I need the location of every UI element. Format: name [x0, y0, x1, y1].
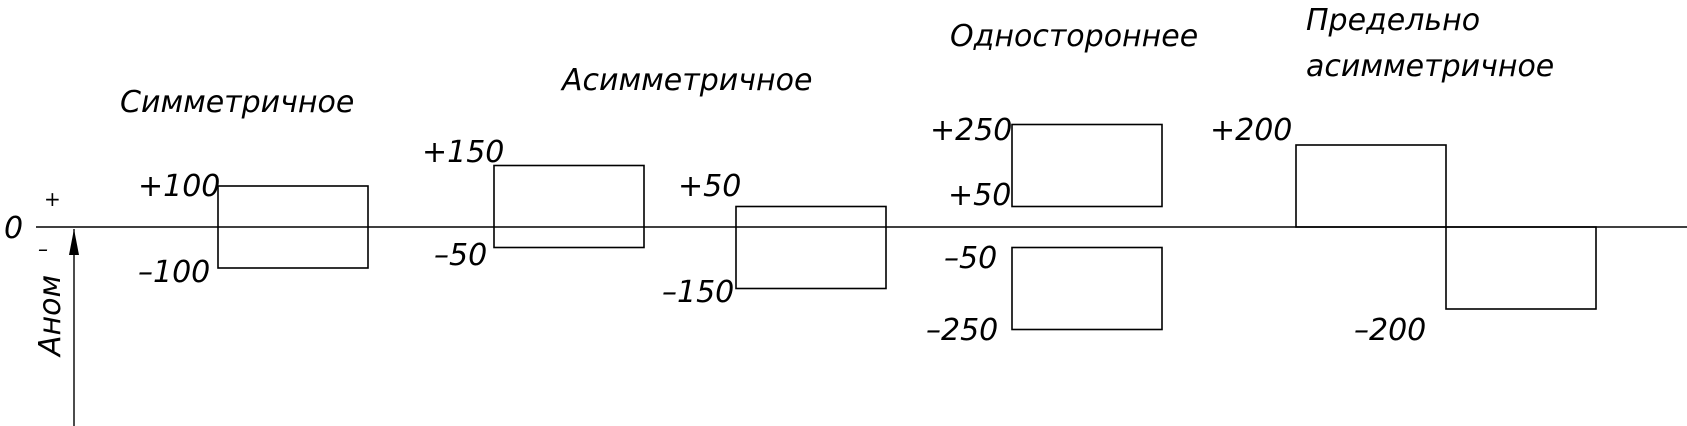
group-symmetric: Симметричное +100 –100 [120, 85, 369, 290]
nominal-size-arrowhead [69, 229, 79, 255]
lower-deviation-label: –250 [926, 313, 998, 348]
lower-deviation-label: –100 [138, 255, 210, 290]
upper-deviation-label: +200 [1210, 113, 1292, 148]
tolerance-field [1011, 246, 1163, 331]
upper-deviation-label: +250 [930, 113, 1012, 148]
zero-label: 0 [4, 211, 23, 246]
tolerance-field [1011, 123, 1163, 208]
upper-deviation-label: +50 [678, 169, 741, 204]
nominal-size-label: Aном [33, 275, 68, 358]
group-extremely-asymmetric: Предельно асимметричное +200 –200 [1210, 3, 1597, 348]
lower-deviation-label: –200 [1354, 313, 1426, 348]
plus-sign: + [44, 187, 61, 211]
lower-deviation-label: +50 [948, 178, 1011, 213]
tolerance-field [735, 205, 887, 290]
lower-deviation-label: –150 [662, 275, 734, 310]
upper-deviation-label: –50 [944, 241, 997, 276]
tolerance-field [1445, 226, 1597, 310]
group-title: Асимметричное [560, 63, 812, 98]
upper-deviation-label: +100 [138, 169, 220, 204]
group-title-line-2: асимметричное [1306, 49, 1554, 84]
group-title: Одностороннее [950, 19, 1198, 54]
group-one-sided: Одностороннее +250 +50 –50 –250 [926, 19, 1198, 348]
tolerance-field [493, 164, 645, 249]
lower-deviation-label: –50 [434, 238, 487, 273]
tolerance-field [1295, 144, 1447, 228]
group-asymmetric: Асимметричное +150 –50 +50 –150 [422, 63, 887, 310]
upper-deviation-label: +150 [422, 135, 504, 170]
tolerance-field [217, 185, 369, 269]
group-title-line-1: Предельно [1306, 3, 1480, 38]
minus-sign: – [38, 237, 48, 261]
group-title: Симметричное [120, 85, 354, 120]
